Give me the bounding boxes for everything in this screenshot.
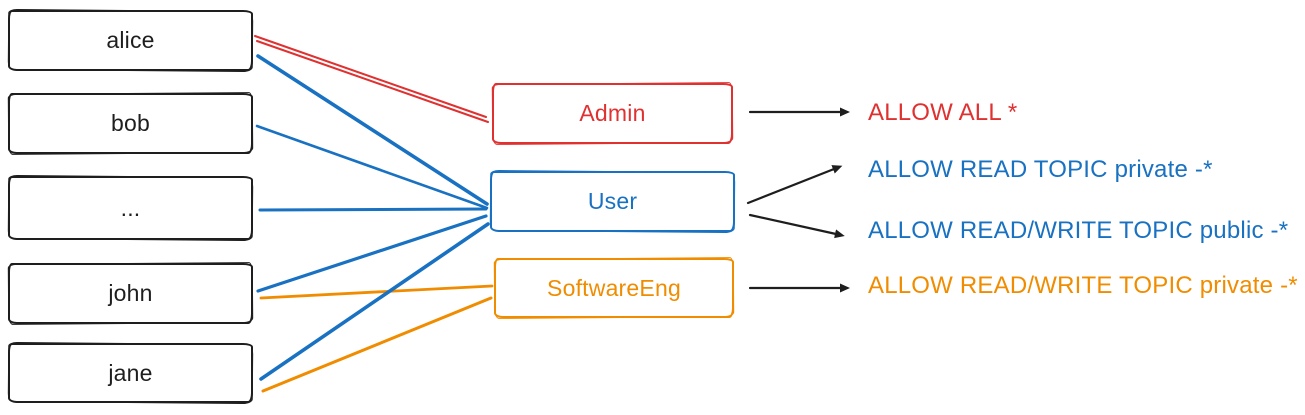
user-label: alice: [106, 27, 155, 53]
arrow-user-to-readwrite-public: [748, 213, 845, 239]
role-label: Admin: [579, 100, 646, 126]
arrow-user-to-read-private: [746, 165, 843, 205]
edge-alice-admin: [254, 35, 487, 118]
edge-john-softwareeng: [259, 284, 494, 300]
role-label: SoftwareEng: [547, 274, 681, 301]
edge-alice-user: [256, 54, 489, 206]
permission-label-read-private: ALLOW READ TOPIC private -*: [868, 156, 1213, 183]
edge-john-user: [256, 214, 488, 293]
user-label: bob: [111, 110, 150, 136]
permission-label-allow-all: ALLOW ALL *: [868, 99, 1018, 126]
user-node-jane: jane: [8, 343, 253, 403]
user-label: john: [108, 280, 153, 306]
user-label: ...: [120, 194, 141, 221]
role-label: User: [587, 188, 638, 214]
user-label: jane: [108, 359, 153, 386]
role-node-admin: Admin: [492, 83, 733, 144]
permission-label-readwrite-private: ALLOW READ/WRITE TOPIC private -*: [868, 272, 1298, 299]
edge-jane-softwareeng: [261, 296, 493, 393]
user-node-ellipsis: ...: [8, 176, 253, 240]
role-node-user: User: [490, 171, 735, 232]
edge-alice-admin: [256, 40, 489, 123]
edge-dots-user: [258, 207, 488, 212]
role-node-softwareeng: SoftwareEng: [494, 258, 734, 318]
edge-jane-user: [259, 222, 490, 381]
edge-bob-user: [255, 124, 489, 210]
user-node-john: john: [8, 263, 253, 324]
user-node-bob: bob: [8, 93, 253, 154]
user-node-alice: alice: [8, 10, 253, 71]
permission-label-readwrite-public: ALLOW READ/WRITE TOPIC public -*: [868, 217, 1289, 244]
